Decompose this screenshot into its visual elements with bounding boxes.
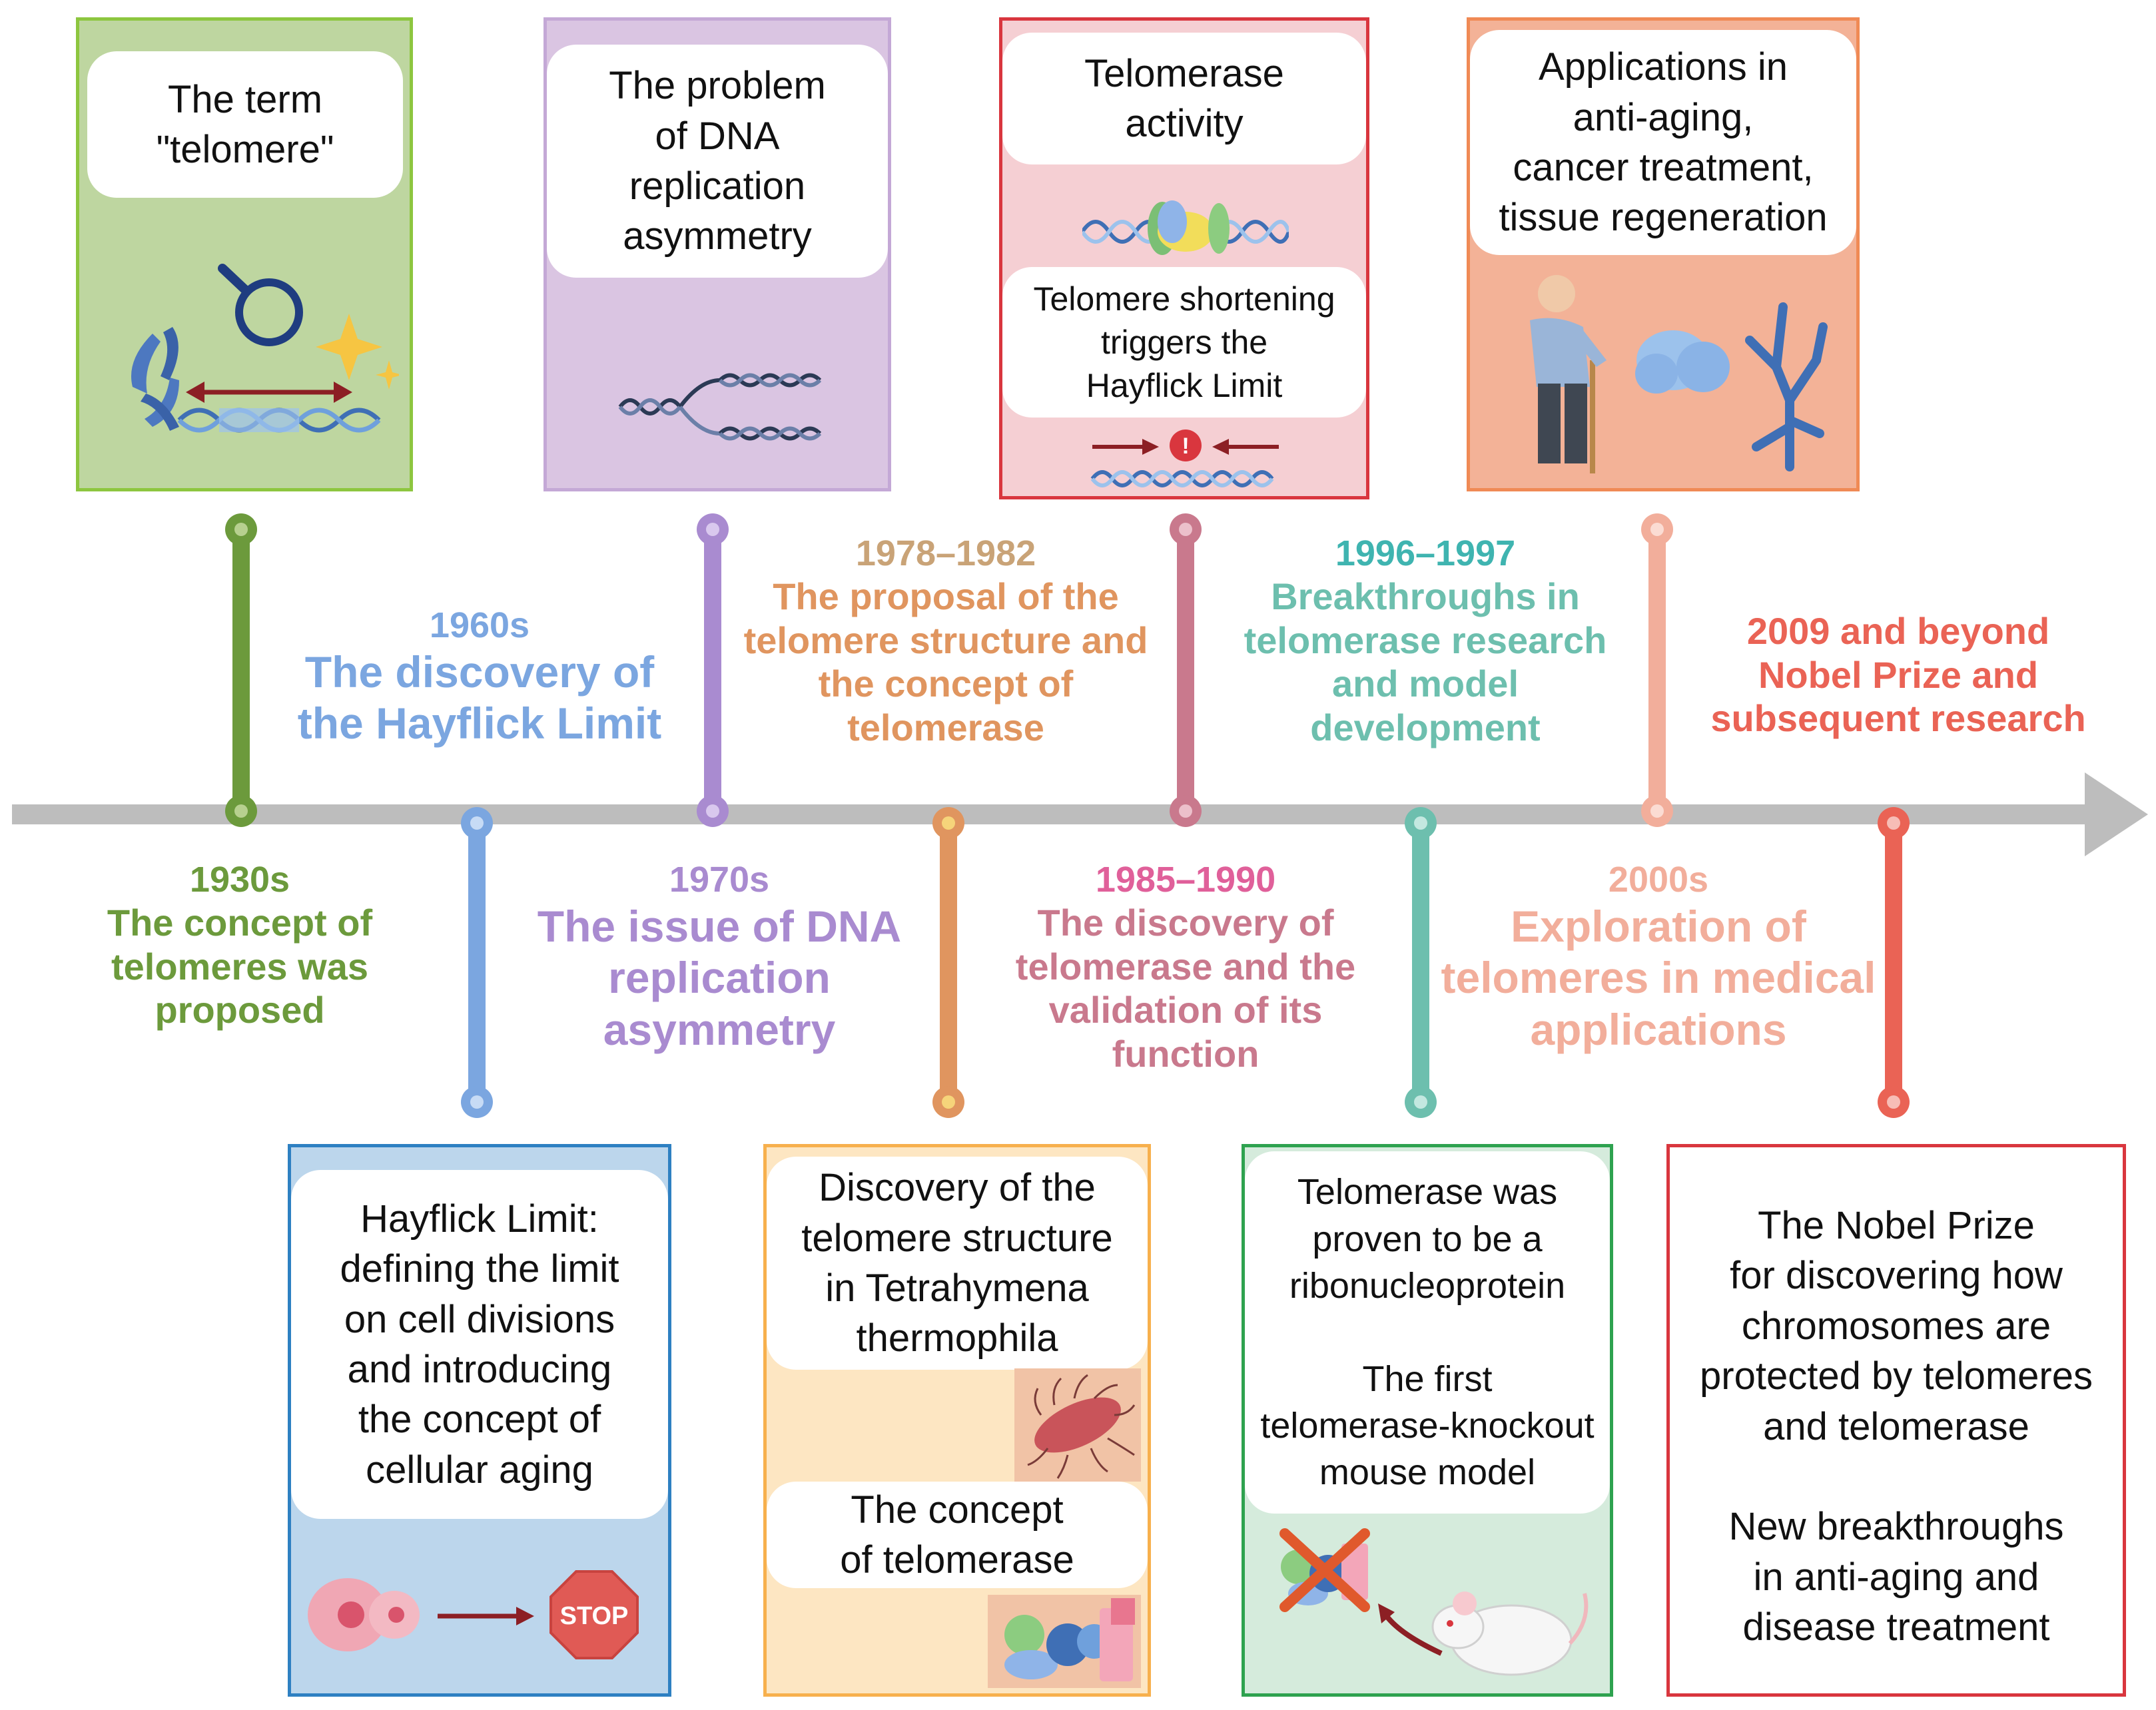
milestone-2000s: 2000s Exploration of telomeres in medica…	[1412, 859, 1905, 1055]
milestone-1970s-title: The issue of DNA replication asymmetry	[537, 902, 902, 1054]
card-nobel: The Nobel Prize for discovering how chro…	[1666, 1144, 2126, 1697]
milestone-1960s-year: 1960s	[429, 605, 530, 645]
applications-illustration	[1530, 275, 1828, 473]
milestone-1930s-year: 1930s	[189, 860, 290, 900]
milestone-1930s-title: The concept of telomeres was proposed	[107, 902, 373, 1031]
telomerase-complex-illustration	[1082, 200, 1289, 255]
milestone-1960s: 1960s The discovery of the Hayflick Limi…	[253, 605, 706, 750]
telomerase-protein-illustration	[988, 1595, 1141, 1688]
milestone-2000s-year: 2000s	[1608, 860, 1709, 900]
card-dna-problem: The problem of DNA replication asymmetry	[543, 17, 891, 491]
connector-1970s	[697, 513, 729, 827]
tetrahymena-illustration	[1014, 1368, 1141, 1482]
connector-1930s	[225, 513, 257, 827]
chromosome-icon	[131, 327, 179, 431]
connector-2009	[1878, 807, 1910, 1118]
card-tetrahymena: Discovery of the telomere structure in T…	[763, 1144, 1151, 1697]
milestone-2009: 2009 and beyond Nobel Prize and subseque…	[1665, 609, 2131, 740]
magnifier-icon	[218, 264, 303, 346]
milestone-1996-1997: 1996–1997 Breakthroughs in telomerase re…	[1192, 533, 1658, 749]
hayflick-trigger-text: Telomere shortening triggers the Hayflic…	[1002, 267, 1366, 418]
connector-1960s	[461, 807, 493, 1118]
timeline-axis	[12, 772, 2148, 856]
tissue-blob-icon	[1635, 330, 1730, 394]
card-ribonucleoprotein: Telomerase was proven to be a ribonucleo…	[1242, 1144, 1613, 1697]
dividing-cell-icon	[308, 1578, 420, 1651]
warning-icon	[1170, 429, 1202, 461]
milestone-2000s-title: Exploration of telomeres in medical appl…	[1441, 902, 1876, 1054]
arrow-icon	[438, 1607, 534, 1625]
sparkle-icon	[316, 314, 399, 390]
mouse-icon	[1431, 1591, 1589, 1676]
applications-text: Applications in anti-aging, cancer treat…	[1470, 30, 1856, 255]
milestone-1996-1997-title: Breakthroughs in telomerase research and…	[1244, 575, 1607, 748]
svg-text:!: !	[1182, 433, 1189, 459]
milestone-1970s: 1970s The issue of DNA replication asymm…	[506, 859, 932, 1055]
card-hayflick: Hayflick Limit: defining the limit on ce…	[288, 1144, 671, 1697]
milestone-1985-1990-title: The discovery of telomerase and the vali…	[1015, 902, 1356, 1075]
milestone-1978-1982-title: The proposal of the telomere structure a…	[743, 575, 1148, 748]
blood-vessel-icon	[1745, 302, 1828, 471]
milestone-1978-1982: 1978–1982 The proposal of the telomere s…	[706, 533, 1186, 749]
milestone-1985-1990: 1985–1990 The discovery of telomerase an…	[959, 859, 1412, 1075]
double-arrow-icon	[186, 382, 352, 403]
nobel-text: The Nobel Prize for discovering how chro…	[1700, 1204, 2093, 1649]
card-applications: Applications in anti-aging, cancer treat…	[1467, 17, 1860, 491]
cell-division-stop-illustration: STOP	[308, 1570, 639, 1659]
crossed-telomerase-icon	[1279, 1528, 1370, 1612]
milestone-2009-year: 2009 and beyond	[1746, 610, 2050, 652]
milestone-1960s-title: The discovery of the Hayflick Limit	[297, 647, 662, 748]
dna-problem-text: The problem of DNA replication asymmetry	[547, 45, 888, 278]
telomerase-concept-text: The concept of telomerase	[767, 1482, 1148, 1588]
replication-fork-illustration	[618, 373, 822, 441]
milestone-1930s: 1930s The concept of telomeres was propo…	[40, 859, 440, 1032]
stop-sign-icon: STOP	[549, 1570, 639, 1659]
elderly-person-icon	[1530, 275, 1607, 473]
telomere-term-text: The term "telomere"	[87, 51, 403, 198]
tetrahymena-text: Discovery of the telomere structure in T…	[767, 1157, 1148, 1370]
axis-arrowhead	[2085, 772, 2148, 856]
connector-1985-1990	[1170, 513, 1202, 827]
milestone-1978-1982-year: 1978–1982	[855, 533, 1036, 573]
connector-1978-1982	[932, 807, 964, 1118]
card-telomere-term: The term "telomere"	[76, 17, 413, 491]
telomerase-activity-text: Telomerase activity	[1002, 33, 1366, 164]
axis-bar	[12, 804, 2097, 824]
connector-1996-1997	[1405, 807, 1437, 1118]
card-telomerase-activity: Telomerase activity Telomere shortening …	[999, 17, 1369, 499]
telomere-shortening-illustration: !	[1090, 429, 1279, 487]
ribonucleoprotein-text: Telomerase was proven to be a ribonucleo…	[1245, 1151, 1610, 1514]
connector-2000s	[1641, 513, 1673, 827]
curved-arrow-icon	[1378, 1603, 1443, 1656]
milestone-2009-title: Nobel Prize and subsequent research	[1710, 653, 2086, 740]
milestone-1985-1990-year: 1985–1990	[1095, 860, 1276, 900]
hayflick-text: Hayflick Limit: defining the limit on ce…	[291, 1170, 668, 1519]
chromosome-dna-illustration	[131, 264, 399, 433]
milestone-1970s-year: 1970s	[669, 860, 770, 900]
milestone-1996-1997-year: 1996–1997	[1335, 533, 1516, 573]
knockout-mouse-illustration	[1279, 1528, 1589, 1676]
stop-sign-label: STOP	[560, 1602, 629, 1630]
dna-helix-icon	[177, 408, 381, 433]
